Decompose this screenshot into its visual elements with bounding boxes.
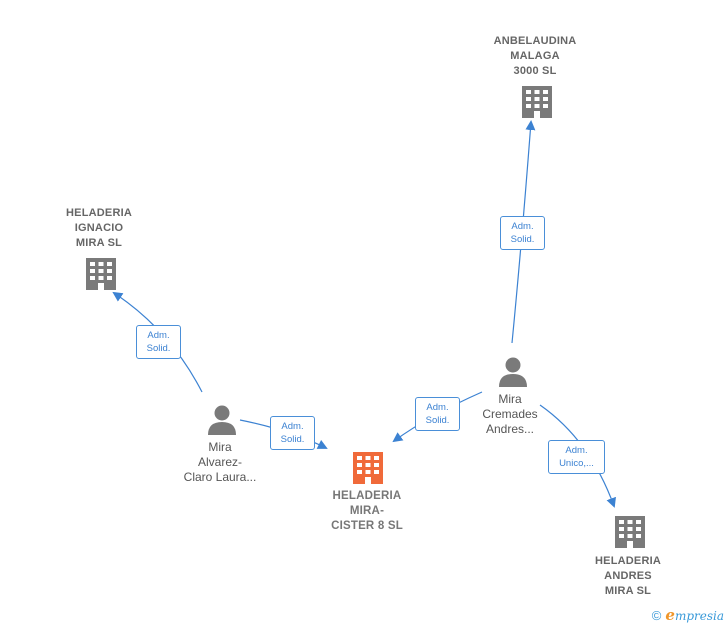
- building-icon[interactable]: [522, 86, 552, 118]
- label-line: MALAGA: [510, 50, 560, 62]
- label-line: Solid.: [425, 415, 450, 426]
- person-label-mira-cremades[interactable]: Mira Cremades Andres...: [482, 392, 537, 437]
- label-line: Adm.: [147, 330, 170, 341]
- label-line: CISTER 8 SL: [331, 520, 403, 532]
- edge-label-cremades-to-cister[interactable]: Adm. Solid.: [415, 397, 460, 431]
- label-line: HELADERIA: [595, 555, 661, 567]
- label-line: MIRA-: [349, 505, 385, 517]
- brand-name-rest: mpresia: [674, 609, 724, 623]
- label-line: MIRA SL: [75, 237, 123, 249]
- label-line: HELADERIA: [332, 490, 402, 502]
- brand-first-letter: e: [665, 606, 675, 624]
- label-line: Mira: [498, 392, 522, 406]
- edge-label-cremades-to-anbelaudina[interactable]: Adm. Solid.: [500, 216, 545, 250]
- label-line: Adm.: [511, 221, 534, 232]
- label-line: Solid.: [146, 343, 171, 354]
- person-label-mira-alvarez[interactable]: Mira Alvarez- Claro Laura...: [184, 440, 257, 485]
- label-line: Adm.: [565, 445, 588, 456]
- label-line: ANDRES: [604, 570, 652, 582]
- label-line: HELADERIA: [66, 207, 132, 219]
- building-icon[interactable]: [86, 258, 116, 290]
- company-label-heladeria-mira-cister[interactable]: HELADERIA MIRA- CISTER 8 SL: [331, 489, 403, 534]
- building-icon[interactable]: [353, 452, 383, 484]
- company-label-anbelaudina[interactable]: ANBELAUDINA MALAGA 3000 SL: [494, 34, 577, 79]
- label-line: Cremades: [482, 407, 538, 421]
- label-line: Andres...: [485, 422, 535, 436]
- footer-brand[interactable]: © empresia: [652, 606, 724, 624]
- edge-label-alvarez-to-ignacio[interactable]: Adm. Solid.: [136, 325, 181, 359]
- person-icon[interactable]: [208, 405, 236, 436]
- brand-logo: empresia: [665, 606, 724, 624]
- label-line: Adm.: [281, 421, 304, 432]
- label-line: Adm.: [426, 402, 449, 413]
- label-line: Solid.: [510, 234, 535, 245]
- copyright-icon: ©: [651, 607, 662, 623]
- edge-label-cremades-to-andres[interactable]: Adm. Unico,...: [548, 440, 605, 474]
- label-line: Solid.: [280, 434, 305, 445]
- label-line: IGNACIO: [74, 222, 124, 234]
- label-line: Claro Laura...: [183, 470, 257, 484]
- person-icon[interactable]: [499, 357, 527, 388]
- label-line: MIRA SL: [604, 585, 652, 597]
- label-line: ANBELAUDINA: [493, 35, 577, 47]
- building-icon[interactable]: [615, 516, 645, 548]
- company-label-heladeria-ignacio[interactable]: HELADERIA IGNACIO MIRA SL: [66, 206, 132, 251]
- label-line: Unico,...: [559, 458, 594, 469]
- label-line: Alvarez-: [197, 455, 243, 469]
- label-line: 3000 SL: [513, 65, 557, 77]
- edge-label-alvarez-to-cister[interactable]: Adm. Solid.: [270, 416, 315, 450]
- company-label-heladeria-andres[interactable]: HELADERIA ANDRES MIRA SL: [595, 554, 661, 599]
- label-line: Mira: [208, 440, 232, 454]
